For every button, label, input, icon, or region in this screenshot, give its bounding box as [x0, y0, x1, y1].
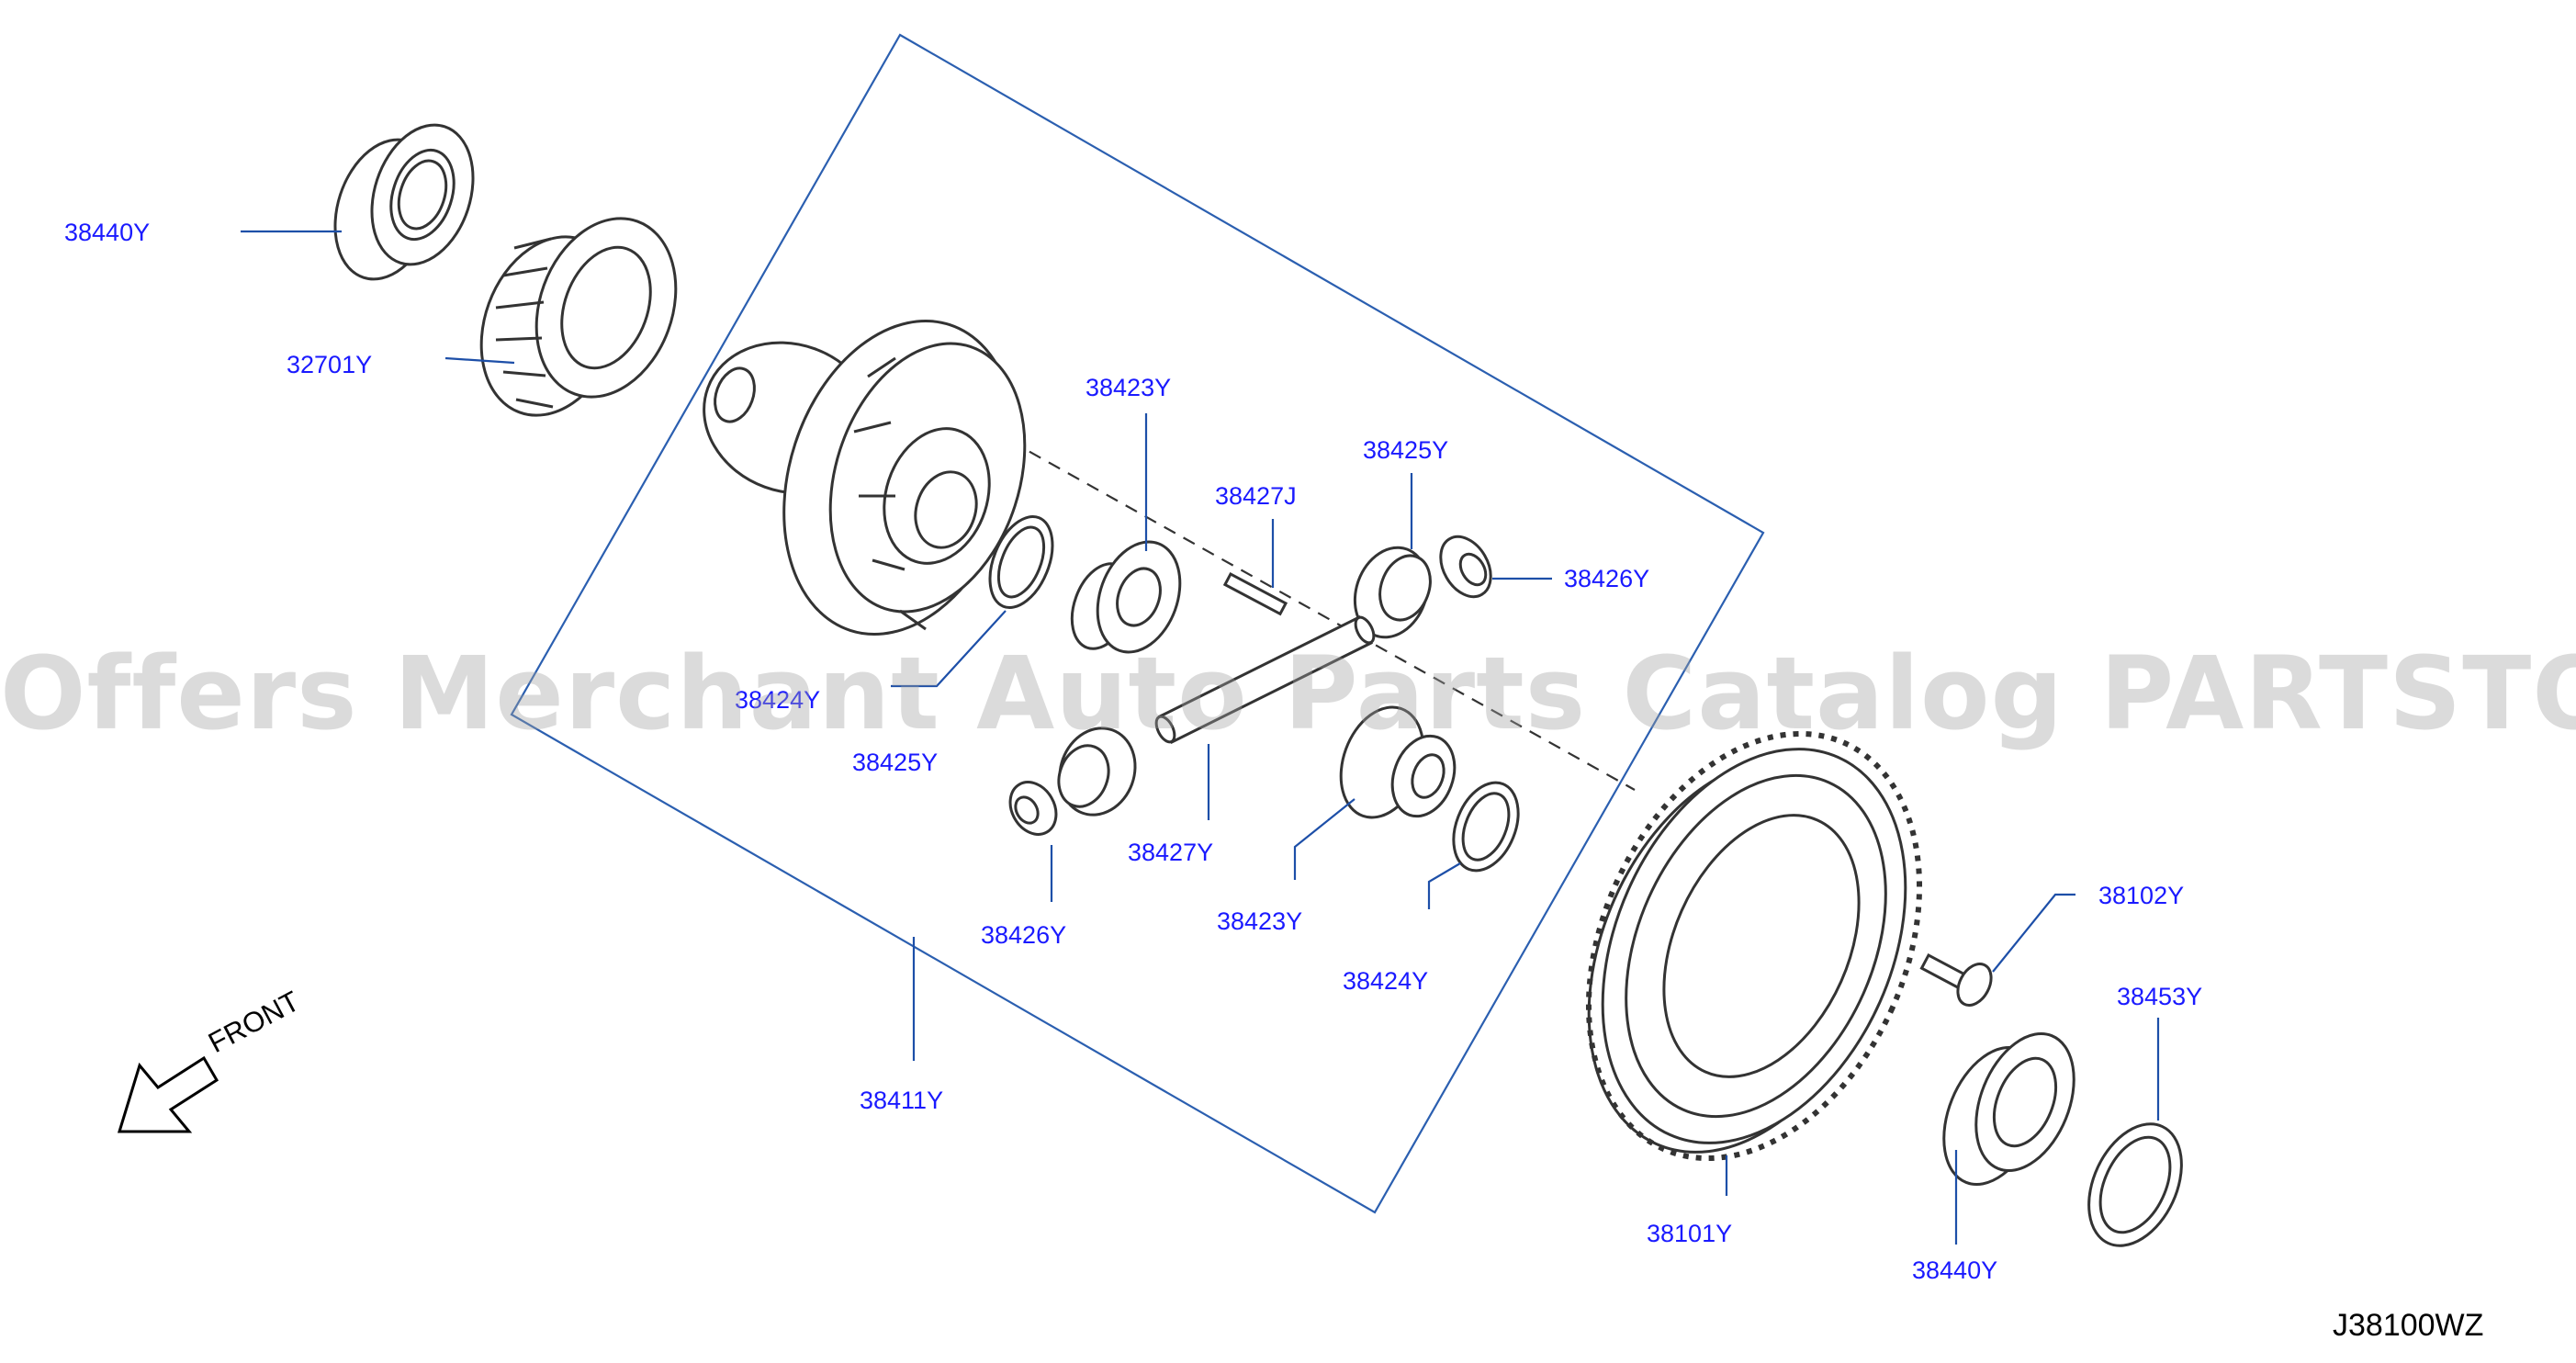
leader-lines [241, 230, 2160, 1245]
front-arrow-icon [117, 1055, 219, 1133]
pinion-top-icon [1353, 546, 1432, 639]
part-label-side-washer-left[interactable]: 38424Y [735, 686, 821, 714]
part-label-shaft-pin[interactable]: 38427J [1215, 482, 1297, 510]
part-label-side-gear-top[interactable]: 38423Y [1086, 374, 1172, 401]
part-label-shim[interactable]: 38453Y [2117, 983, 2203, 1010]
side-gear-top-icon [1070, 540, 1182, 654]
pinion-left-icon [1057, 727, 1137, 817]
bearing-left-icon [333, 123, 475, 281]
part-label-side-washer-right[interactable]: 38424Y [1343, 967, 1429, 995]
bearing-right-icon [1942, 1031, 2075, 1187]
part-label-pinion-left[interactable]: 38425Y [852, 749, 939, 776]
ring-gear-icon [1585, 730, 1923, 1162]
washer-left-icon [1008, 781, 1058, 836]
side-washer-left-icon [988, 514, 1054, 610]
part-label-washer-left[interactable]: 38426Y [981, 921, 1067, 949]
part-label-bearing-left[interactable]: 38440Y [64, 219, 151, 246]
part-label-washer-top[interactable]: 38426Y [1564, 565, 1650, 592]
side-washer-right-icon [1452, 781, 1520, 873]
part-label-diff-case-assy[interactable]: 38411Y [860, 1087, 944, 1114]
part-label-pinion-shaft[interactable]: 38427Y [1128, 839, 1214, 866]
washer-top-icon [1439, 535, 1492, 599]
diff-case-icon [703, 319, 1027, 636]
part-label-speedo-gear[interactable]: 32701Y [287, 351, 373, 378]
part-label-bolt[interactable]: 38102Y [2098, 882, 2185, 909]
assembly-axis [1009, 440, 1636, 791]
speedo-gear-icon [479, 217, 678, 417]
part-label-pinion-top[interactable]: 38425Y [1363, 436, 1449, 464]
diagram-code: J38100WZ [2333, 1308, 2484, 1343]
side-gear-bottom-icon [1339, 705, 1457, 819]
part-label-bearing-right[interactable]: 38440Y [1912, 1256, 1998, 1284]
part-label-side-gear-bottom[interactable]: 38423Y [1217, 907, 1303, 935]
pinion-shaft-icon [1154, 614, 1376, 745]
assembly-frame [510, 33, 1765, 1214]
shaft-pin-icon [1222, 571, 1288, 616]
watermark-text: Offers Merchant Auto Parts Catalog PARTS… [0, 635, 2576, 752]
shim-icon [2087, 1122, 2183, 1247]
part-label-ring-gear[interactable]: 38101Y [1647, 1220, 1733, 1247]
bolt-icon [1919, 952, 1993, 1007]
